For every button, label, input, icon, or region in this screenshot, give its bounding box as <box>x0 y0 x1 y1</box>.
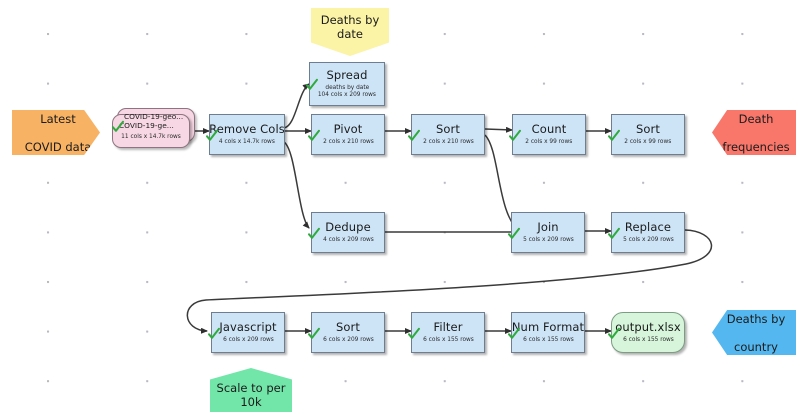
node-title: Join <box>537 220 559 234</box>
tag-death-frequencies[interactable]: Death frequencies <box>712 110 796 155</box>
status-check-icon <box>306 225 322 241</box>
node-title: Sort <box>436 122 460 136</box>
status-check-icon <box>306 127 322 143</box>
node-meta: 5 cols x 209 rows <box>622 236 674 244</box>
dataset-name-front: COVID-19-ge... <box>119 121 174 130</box>
status-check-icon <box>507 127 523 143</box>
node-replace[interactable]: Replace 5 cols x 209 rows <box>608 212 685 253</box>
node-title: Sort <box>636 122 660 136</box>
node-meta: 2 cols x 99 rows <box>624 138 672 146</box>
node-meta: 4 cols x 14.7k rows <box>219 138 275 146</box>
note-deaths-by-date-label: Deaths by date <box>320 13 380 41</box>
node-join[interactable]: Join 5 cols x 209 rows <box>508 212 585 253</box>
node-title: Dedupe <box>325 220 371 234</box>
node-title: Javascript <box>219 320 277 334</box>
node-dedupe[interactable]: Dedupe 4 cols x 209 rows <box>308 212 385 253</box>
node-meta: 6 cols x 209 rows <box>222 336 274 344</box>
node-meta: 6 cols x 155 rows <box>622 336 674 344</box>
status-check-icon <box>206 325 222 341</box>
status-check-icon <box>406 127 422 143</box>
node-meta: 6 cols x 209 rows <box>322 336 374 344</box>
node-meta: 104 cols x 209 rows <box>317 91 377 99</box>
node-sort-2[interactable]: Sort 2 cols x 99 rows <box>608 114 685 155</box>
node-title: output.xlsx <box>615 320 681 334</box>
note-scale-to-per-10k[interactable]: Scale to per 10k <box>210 368 292 412</box>
note-deaths-by-date[interactable]: Deaths by date <box>311 8 389 56</box>
status-check-icon <box>304 77 320 93</box>
status-check-icon <box>110 119 126 135</box>
status-check-icon <box>506 325 522 341</box>
node-sort-1[interactable]: Sort 2 cols x 210 rows <box>408 114 485 155</box>
node-count[interactable]: Count 2 cols x 99 rows <box>509 114 586 155</box>
node-remove-cols[interactable]: Remove Cols 4 cols x 14.7k rows <box>206 114 285 155</box>
node-title: Remove Cols <box>209 122 285 136</box>
status-check-icon <box>406 325 422 341</box>
node-meta: 2 cols x 210 rows <box>322 138 374 146</box>
tag-deaths-by-country[interactable]: Deaths by country <box>712 310 796 355</box>
status-check-icon <box>506 225 522 241</box>
node-source-dataset[interactable]: COVID-19-geo... COVID-19-ge... 11 cols x… <box>112 108 200 152</box>
note-scale-to-per-10k-label: Scale to per 10k <box>216 381 286 409</box>
node-meta: 5 cols x 209 rows <box>522 236 574 244</box>
node-meta: 6 cols x 155 rows <box>522 336 574 344</box>
node-pivot[interactable]: Pivot 2 cols x 210 rows <box>308 114 385 155</box>
node-title: Filter <box>433 320 463 334</box>
node-title: Sort <box>336 320 360 334</box>
node-subtitle: deaths by date <box>325 84 369 92</box>
node-javascript[interactable]: Javascript 6 cols x 209 rows <box>208 312 285 353</box>
dataset-name-back: COVID-19-geo... <box>124 112 184 121</box>
node-spread[interactable]: Spread deaths by date 104 cols x 209 row… <box>306 62 385 106</box>
status-check-icon <box>204 127 220 143</box>
node-title: Replace <box>624 220 672 234</box>
status-check-icon <box>606 325 622 341</box>
dataset-meta: 11 cols x 14.7k rows <box>121 133 181 141</box>
node-meta: 4 cols x 209 rows <box>322 236 374 244</box>
node-title: Spread <box>326 68 368 82</box>
node-title: Num Format <box>511 320 585 334</box>
dataset-card-front <box>112 114 190 148</box>
node-meta: 2 cols x 99 rows <box>525 138 573 146</box>
tag-latest-covid-data-label: Latest COVID data <box>24 111 92 154</box>
node-title: Pivot <box>333 122 363 136</box>
tag-latest-covid-data[interactable]: Latest COVID data <box>12 110 100 155</box>
node-meta: 2 cols x 210 rows <box>422 138 474 146</box>
node-num-format[interactable]: Num Format 6 cols x 155 rows <box>508 312 585 353</box>
status-check-icon <box>606 127 622 143</box>
status-check-icon <box>306 325 322 341</box>
status-check-icon <box>606 225 622 241</box>
node-sort-3[interactable]: Sort 6 cols x 209 rows <box>308 312 385 353</box>
node-filter[interactable]: Filter 6 cols x 155 rows <box>408 312 485 353</box>
node-title: Count <box>531 122 567 136</box>
node-meta: 6 cols x 155 rows <box>422 336 474 344</box>
tag-deaths-by-country-label: Deaths by country <box>726 311 786 354</box>
edge-remove-cols-to-dedupe <box>283 141 310 229</box>
tag-death-frequencies-label: Death frequencies <box>722 111 790 154</box>
node-output-xlsx[interactable]: output.xlsx 6 cols x 155 rows <box>608 312 685 353</box>
